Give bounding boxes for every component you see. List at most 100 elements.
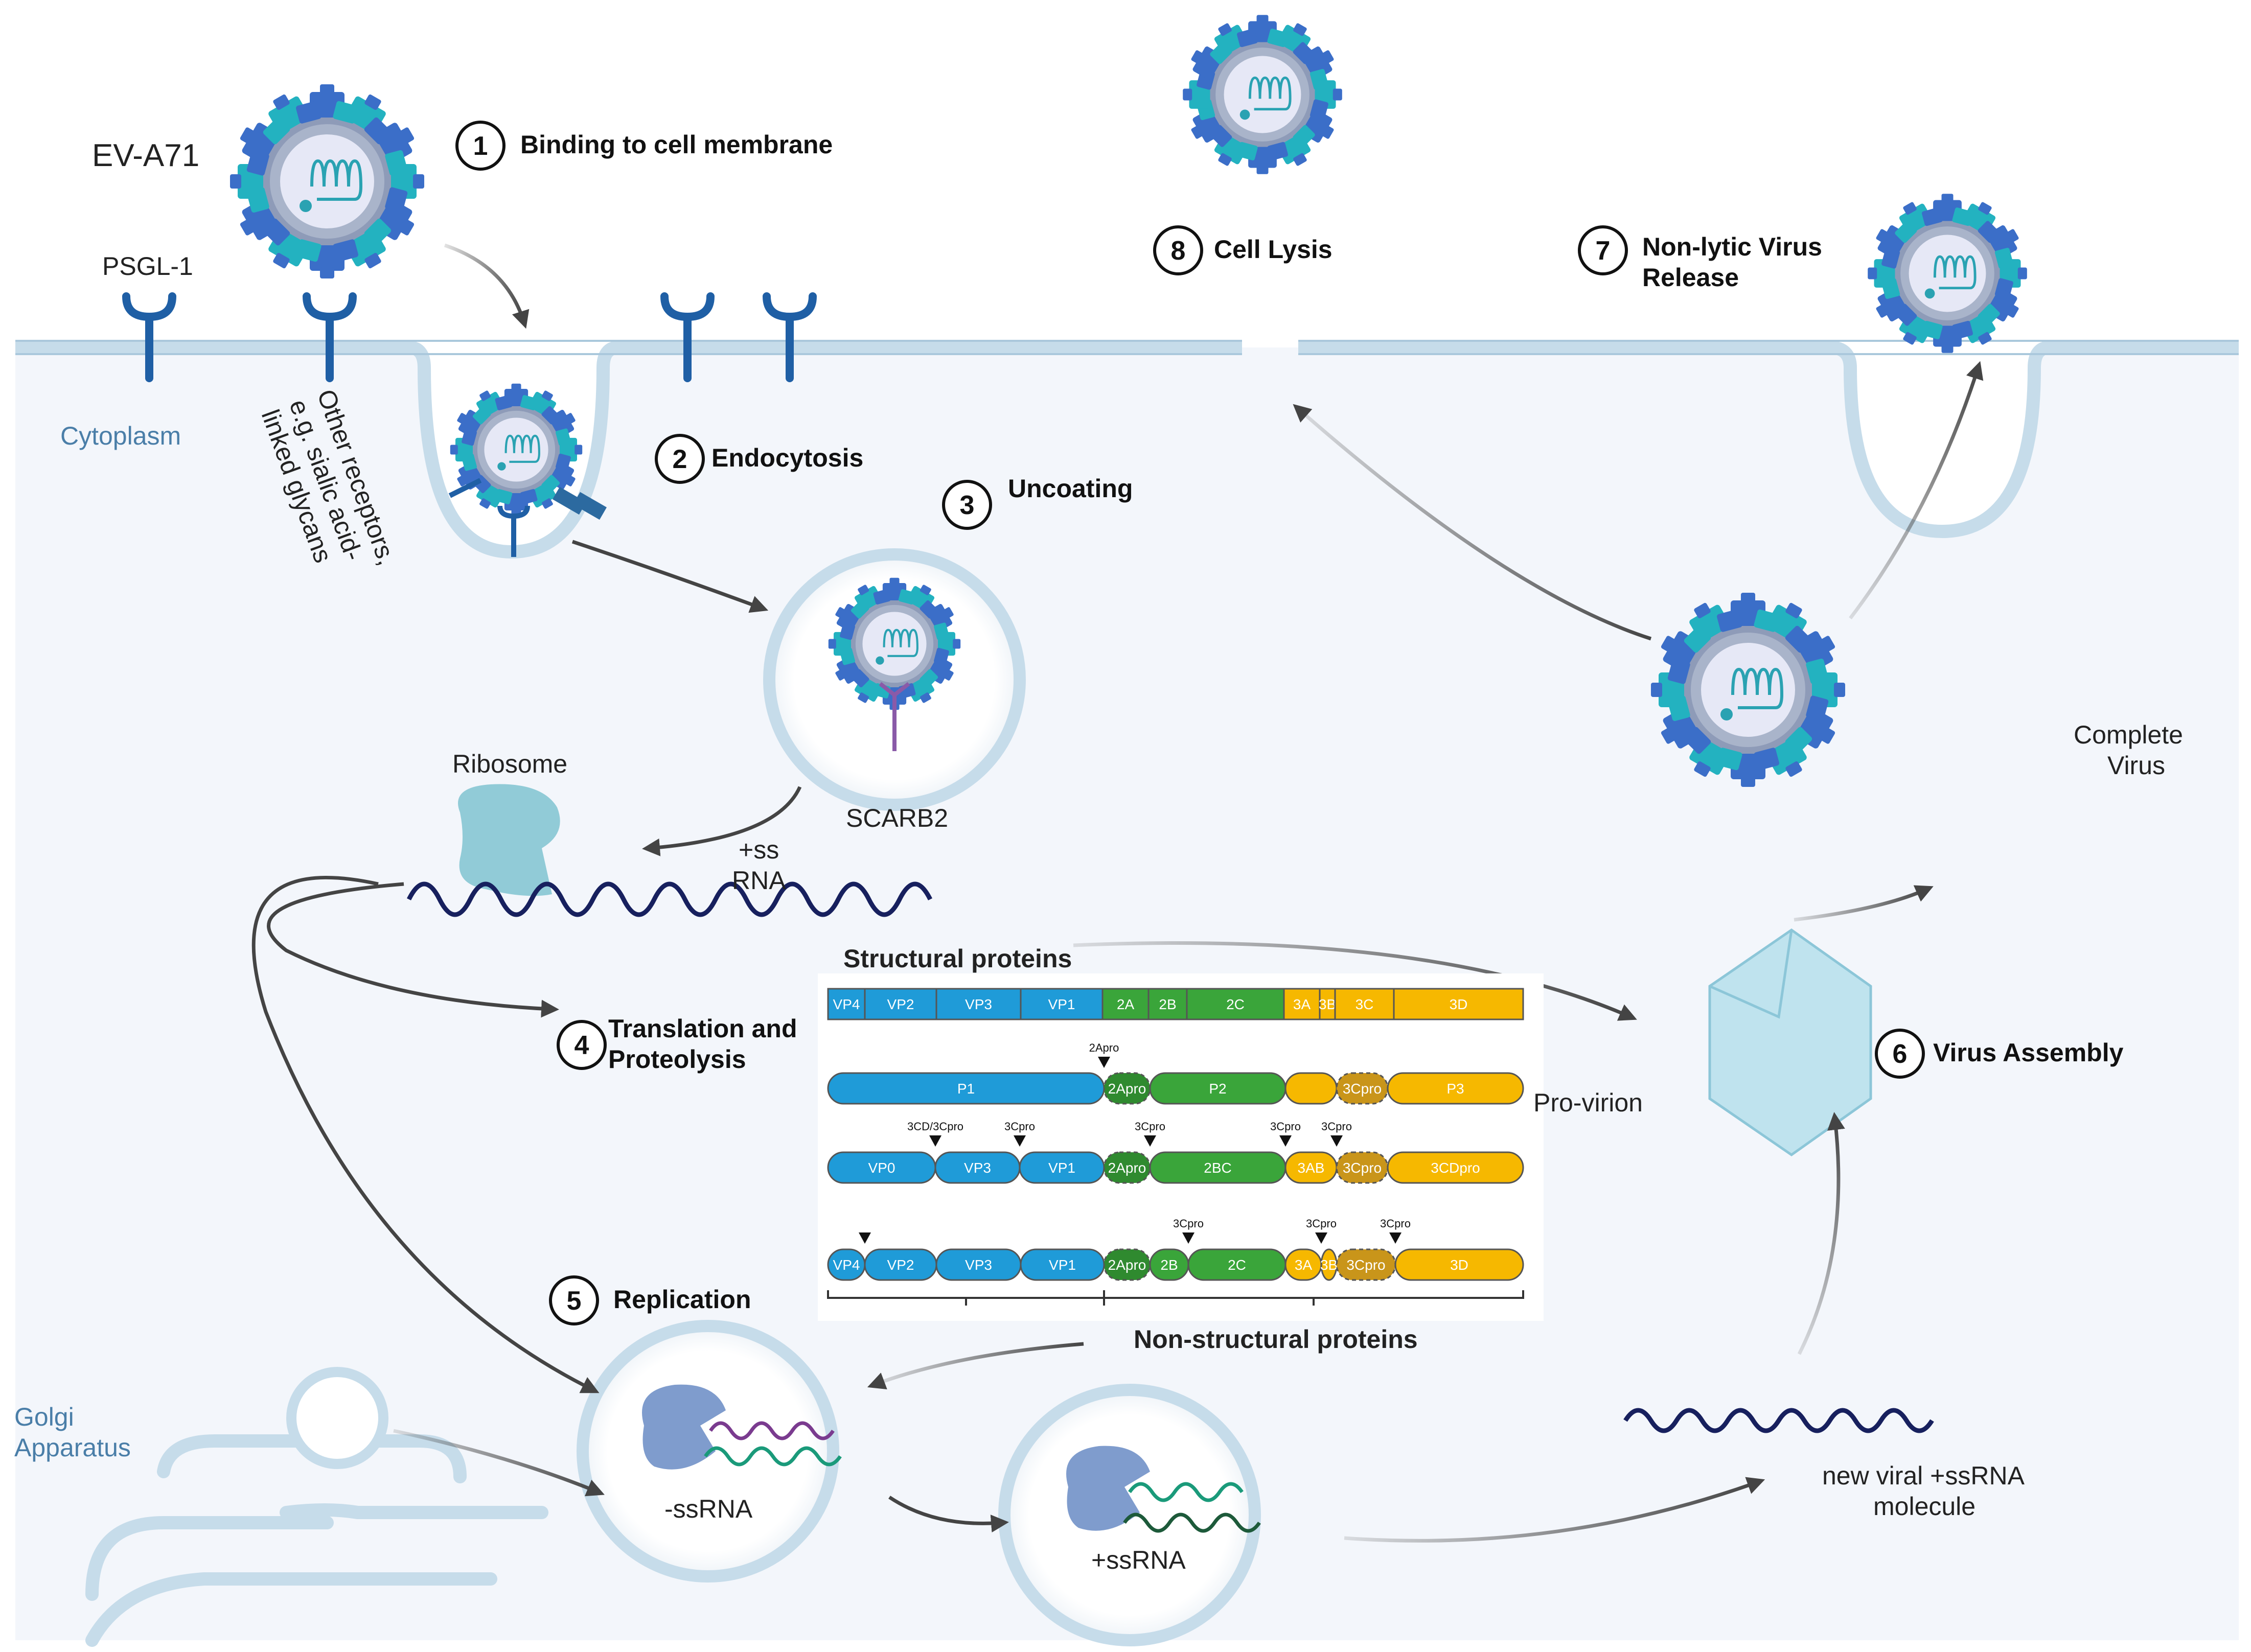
- polyprotein-segment: [1101, 988, 1150, 1020]
- cleavage-marker-label: 3Cpro: [1004, 1120, 1035, 1133]
- arrow-golgi-to-replication: [393, 1429, 605, 1497]
- polyprotein-segment-label: 3CDpro: [1431, 1160, 1480, 1176]
- polyprotein-segment-label: VP2: [887, 996, 914, 1012]
- label-new-rna-2: molecule: [1873, 1492, 1976, 1521]
- arrow-vesicle1-to-vesicle2: [888, 1496, 1009, 1533]
- uncoating-vesicle: [763, 548, 1026, 811]
- step-2-label: Endocytosis: [711, 444, 863, 472]
- polyprotein-segment-label: 2Apro: [1108, 1081, 1146, 1097]
- polyprotein-segment-label: 2Apro: [1108, 1257, 1146, 1273]
- ribosome: [458, 784, 560, 896]
- label-golgi-1: Golgi: [14, 1403, 74, 1431]
- step-6-number: 6: [1893, 1039, 1908, 1069]
- cleavage-marker-label: 3Cpro: [1270, 1120, 1301, 1133]
- label-scarb2: SCARB2: [846, 804, 948, 832]
- polyprotein-segment-label: 2A: [1117, 996, 1135, 1012]
- polyprotein-segment-label: 3Cpro: [1343, 1160, 1382, 1176]
- cleavage-marker: 3Cpro: [1004, 1120, 1035, 1147]
- arrow-nonstructural-to-replication: [867, 1342, 1084, 1390]
- cleavage-marker-label: 2Apro: [1089, 1041, 1119, 1054]
- step-7-number: 7: [1596, 236, 1611, 266]
- polyprotein-segment-label: 2B: [1160, 1257, 1178, 1273]
- polyprotein-segment-label: 3B: [1320, 1257, 1338, 1273]
- polyprotein-segment-label: 2BC: [1204, 1160, 1231, 1176]
- label-ribosome: Ribosome: [452, 750, 567, 778]
- step-3-number: 3: [960, 491, 975, 520]
- polyprotein-segment-label: VP2: [887, 1257, 914, 1273]
- polyprotein-segment: [1147, 988, 1188, 1020]
- polyprotein-segment-label: 3AB: [1298, 1160, 1325, 1176]
- cleavage-marker: 3Cpro: [1173, 1217, 1204, 1244]
- title-ev-a71: EV-A71: [92, 138, 199, 173]
- arrow-complete-to-nonlytic: [1849, 361, 1984, 620]
- polyprotein-segment-label: VP4: [833, 1257, 860, 1273]
- label-golgi-2: Apparatus: [14, 1433, 131, 1462]
- polyprotein-segment-label: 3Cpro: [1343, 1081, 1382, 1097]
- step-4-label: Translation and: [608, 1014, 797, 1043]
- step-8: 8 Cell Lysis: [1153, 225, 1333, 275]
- polyprotein-segment-label: VP1: [1048, 996, 1075, 1012]
- cleavage-marker-label: 3Cpro: [1173, 1217, 1204, 1230]
- arrow-binding-to-endocytosis: [444, 243, 530, 329]
- arrow-endocytosis-to-uncoating: [571, 540, 769, 613]
- step-8-label: Cell Lysis: [1214, 235, 1333, 264]
- cleavage-marker-label: 3Cpro: [1135, 1120, 1165, 1133]
- step-8-number: 8: [1171, 236, 1186, 266]
- cleavage-marker: 2Apro: [1089, 1041, 1119, 1068]
- step-7-badge: [1578, 225, 1628, 275]
- polyprotein-segment-label: VP1: [1049, 1257, 1076, 1273]
- step-5-badge: [549, 1275, 599, 1325]
- polyprotein-segment: [1334, 988, 1395, 1020]
- cleavage-marker: 3Cpro: [1380, 1217, 1411, 1244]
- step-7-label: Non-lytic Virus: [1642, 232, 1822, 261]
- virus-nonlytic-release: [1868, 194, 2027, 353]
- polyprotein-segment-label: P2: [1209, 1081, 1226, 1097]
- polyprotein-segment-label: VP1: [1048, 1160, 1075, 1176]
- label-non-structural-proteins: Non-structural proteins: [1134, 1325, 1418, 1354]
- polyprotein-segment-label: P1: [957, 1081, 975, 1097]
- rna-strand: [406, 881, 933, 917]
- step-8-badge: [1153, 225, 1203, 275]
- arrow-structural-to-provirion: [1073, 941, 1637, 1021]
- new-viral-rna: [1623, 1408, 1934, 1433]
- cleavage-marker: 3CD/3Cpro: [907, 1120, 963, 1147]
- step-3-badge: [942, 480, 992, 530]
- polyprotein-segment-label: 3A: [1295, 1257, 1313, 1273]
- polyprotein-segment-label: VP3: [964, 1160, 991, 1176]
- polyprotein-bracket: [827, 1290, 1524, 1306]
- label-complete-virus-1: Complete: [2074, 720, 2183, 749]
- polyprotein-segment-label: VP4: [833, 996, 860, 1012]
- polyprotein-segment: [1387, 1072, 1524, 1105]
- polyprotein-segment-label: VP0: [868, 1160, 895, 1176]
- polyprotein-row-2: P1 2Apro P2 3Cpro P3: [827, 1072, 1524, 1105]
- cleavage-marker-label: 3Cpro: [1306, 1217, 1337, 1230]
- step-5-number: 5: [567, 1286, 582, 1316]
- cleavage-marker-label: 3Cpro: [1321, 1120, 1352, 1133]
- step-4-label: Proteolysis: [608, 1045, 746, 1074]
- polyprotein-segment: [827, 988, 866, 1020]
- step-3-label: Uncoating: [1008, 474, 1133, 503]
- replication-vesicle-1: [577, 1320, 842, 1583]
- label-ss-rna-1: +ss: [739, 835, 779, 864]
- virus-released-top: [1183, 15, 1342, 174]
- cleavage-marker: 3Cpro: [1270, 1120, 1301, 1147]
- polyprotein-segment-label: 3D: [1450, 1257, 1468, 1273]
- step-2-badge: [655, 434, 705, 484]
- cleavage-marker: [859, 1232, 871, 1244]
- polyprotein-segment-label: P3: [1446, 1081, 1464, 1097]
- label-new-rna-1: new viral +ssRNA: [1822, 1461, 2025, 1490]
- polyprotein-segment-label: 3Cpro: [1346, 1257, 1385, 1273]
- polyprotein-segment: [935, 988, 1022, 1020]
- label-ss-rna-2: RNA: [732, 866, 786, 895]
- cleavage-marker-label: 3CD/3Cpro: [907, 1120, 963, 1133]
- polyprotein-segment-label: 3B: [1319, 996, 1336, 1012]
- step-2-number: 2: [673, 445, 687, 474]
- arrow-complete-to-lysis: [1293, 404, 1652, 641]
- polyprotein-segment-label: 2Apro: [1108, 1160, 1146, 1176]
- replication-vesicle-2: [998, 1384, 1261, 1646]
